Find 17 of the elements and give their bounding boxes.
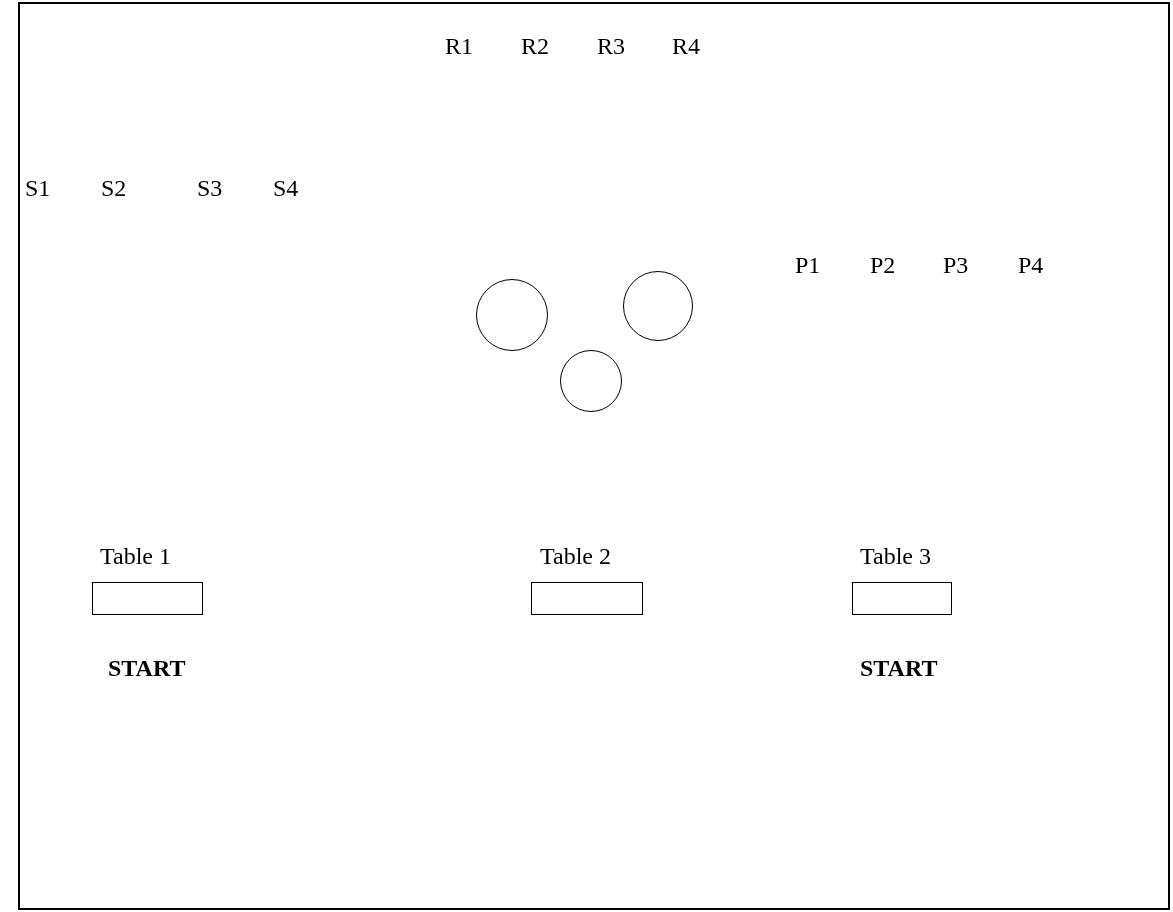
position-label: S2 bbox=[101, 174, 127, 202]
position-label: R2 bbox=[521, 32, 549, 60]
position-label: P1 bbox=[795, 251, 821, 279]
position-label: S4 bbox=[273, 174, 299, 202]
start-label: START bbox=[108, 654, 186, 682]
position-label: R1 bbox=[445, 32, 473, 60]
position-label: S3 bbox=[197, 174, 223, 202]
table-label: Table 1 bbox=[100, 542, 171, 570]
position-label: S1 bbox=[25, 174, 51, 202]
position-label: P2 bbox=[870, 251, 896, 279]
position-label: R4 bbox=[672, 32, 700, 60]
position-label: R3 bbox=[597, 32, 625, 60]
start-label: START bbox=[860, 654, 938, 682]
position-label: P4 bbox=[1018, 251, 1044, 279]
position-label: P3 bbox=[943, 251, 969, 279]
table-label: Table 2 bbox=[540, 542, 611, 570]
table-label: Table 3 bbox=[860, 542, 931, 570]
